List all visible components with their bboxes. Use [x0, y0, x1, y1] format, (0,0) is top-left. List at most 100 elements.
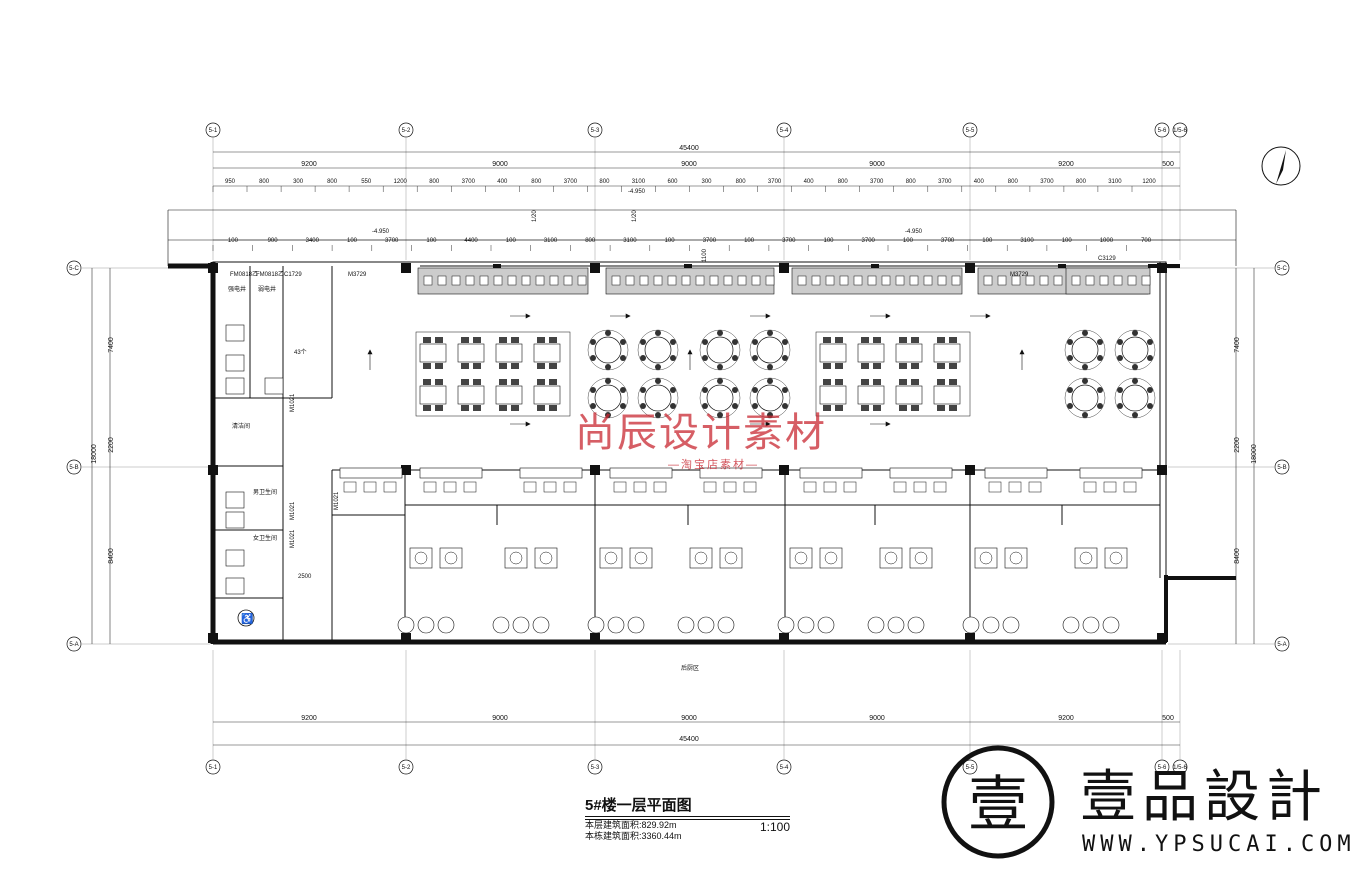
- equipment: [439, 547, 463, 569]
- chair: [423, 337, 431, 343]
- booth-seat: [909, 275, 919, 286]
- detail-dim-2: 3100: [623, 238, 637, 244]
- counter: [799, 467, 863, 479]
- chair: [473, 363, 481, 369]
- bay-dim-bottom: 9200: [1058, 715, 1074, 722]
- stool: [563, 481, 577, 493]
- axis-bubble-row: [66, 636, 82, 652]
- round-chair: [732, 355, 738, 361]
- table: [533, 343, 561, 363]
- detail-dim-1: 3100: [632, 179, 646, 185]
- booth-seat: [423, 275, 433, 286]
- booth-seat: [465, 275, 475, 286]
- stool: [703, 481, 717, 493]
- detail-dim-1: 400: [497, 179, 508, 185]
- chair: [835, 363, 843, 369]
- sink: [1102, 616, 1120, 634]
- fixture: [225, 549, 245, 567]
- chair: [899, 405, 907, 411]
- counter: [889, 467, 953, 479]
- round-chair: [1117, 355, 1123, 361]
- axis-bubble-col: [587, 122, 603, 138]
- column: [208, 263, 218, 273]
- round-chair: [782, 339, 788, 345]
- round-chair: [640, 355, 646, 361]
- column: [590, 465, 600, 475]
- round-chair: [605, 412, 611, 418]
- weak-room-label: 弱电井: [258, 285, 276, 293]
- womens-toilet-label: 女卫生间: [253, 534, 277, 542]
- flow-arrowhead: [885, 313, 891, 319]
- round-chair: [655, 364, 661, 370]
- chair: [499, 337, 507, 343]
- detail-dim-1: 3700: [768, 179, 782, 185]
- booth-seat: [825, 275, 835, 286]
- left-part-3: 8400: [108, 548, 115, 564]
- axis-label-row: 5-C: [1277, 266, 1287, 272]
- sink: [817, 616, 835, 634]
- detail-dim-2: 100: [744, 238, 755, 244]
- door-m3729-right: M3729: [1010, 272, 1029, 278]
- round-chair: [1067, 339, 1073, 345]
- detail-dim-1: 1200: [1142, 179, 1156, 185]
- bay-dim-top: 9200: [301, 161, 317, 168]
- booth-seat: [1141, 275, 1151, 286]
- stool: [823, 481, 837, 493]
- dimension-labels: 45400 45400 18000 18000 7400 2200 8400 7…: [91, 145, 1258, 743]
- chair: [461, 337, 469, 343]
- table: [895, 343, 923, 363]
- detail-dim-1: 800: [259, 179, 270, 185]
- kitchen-equipment: [225, 324, 1143, 634]
- detail-dim-1: 400: [804, 179, 815, 185]
- equipment-ring: [884, 551, 898, 565]
- clean-room-label: 清洁间: [232, 422, 250, 430]
- axis-label-col: 5-2: [402, 128, 411, 134]
- axis-bubble-col: [1172, 122, 1188, 138]
- detail-dim-1: 950: [225, 179, 236, 185]
- chair: [461, 363, 469, 369]
- sink: [417, 616, 435, 634]
- sink: [1082, 616, 1100, 634]
- booth-seat: [625, 275, 635, 286]
- stool: [723, 481, 737, 493]
- round-table: [706, 336, 734, 364]
- round-chair: [1147, 387, 1153, 393]
- right-part-2: 2200: [1234, 437, 1241, 453]
- detail-dim-1: 600: [667, 179, 678, 185]
- stool: [523, 481, 537, 493]
- elevation-label-2: -4.950: [372, 229, 390, 235]
- seats-label: 43个: [294, 349, 307, 356]
- detail-dim-1: 800: [1076, 179, 1087, 185]
- detail-dim-2: 100: [665, 238, 676, 244]
- table: [857, 385, 885, 405]
- sink: [1002, 616, 1020, 634]
- detail-dim-1: 800: [736, 179, 747, 185]
- fixture: [225, 577, 245, 595]
- chair: [435, 363, 443, 369]
- title-block: 5#楼一层平面图 本层建筑面积:829.92m 本栋建筑面积:3360.44m: [585, 794, 815, 842]
- round-table: [1121, 336, 1149, 364]
- detail-dim-2: 3700: [941, 238, 955, 244]
- axis-bubble-row: [1274, 459, 1290, 475]
- bay-dim-top: 9200: [1058, 161, 1074, 168]
- sink: [677, 616, 695, 634]
- detail-dim-2: 100: [506, 238, 517, 244]
- booth-seat: [1071, 275, 1081, 286]
- fixture: [225, 354, 245, 372]
- back-area-label: 后厨区: [681, 664, 699, 672]
- table-group-outline: [815, 331, 971, 417]
- flow-arrowhead: [625, 313, 631, 319]
- round-chair: [640, 403, 646, 409]
- round-chair: [702, 387, 708, 393]
- chair: [835, 405, 843, 411]
- booth-seat: [709, 275, 719, 286]
- detail-dim-1: 3700: [1040, 179, 1054, 185]
- stool: [463, 481, 477, 493]
- door-fm-2: FM0818乙: [256, 271, 284, 278]
- chair: [499, 405, 507, 411]
- sink: [867, 616, 885, 634]
- round-chair: [1082, 364, 1088, 370]
- axis-label-col: 5-6: [1158, 128, 1167, 134]
- round-chair: [1067, 387, 1073, 393]
